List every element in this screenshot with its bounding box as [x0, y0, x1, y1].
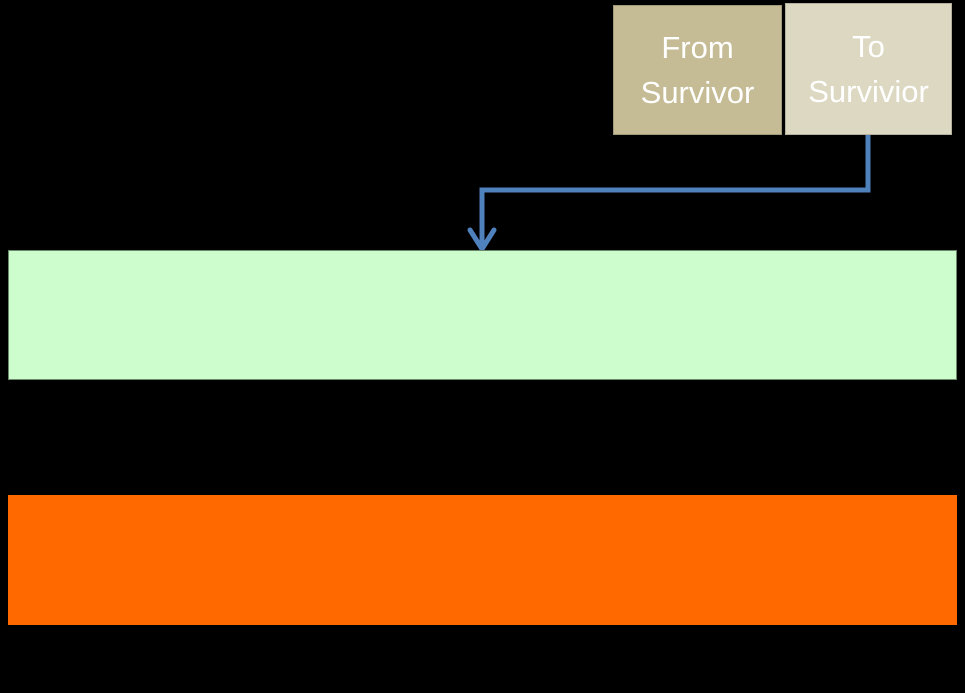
to-survivior-label-line1: To	[852, 29, 885, 64]
arrow-down-icon	[467, 227, 497, 252]
orange-bar	[8, 495, 957, 625]
from-survivor-box: From Survivor	[613, 5, 782, 135]
green-bar	[8, 250, 957, 380]
to-survivior-box: To Survivior	[785, 3, 952, 135]
from-survivor-label-line1: From	[661, 30, 734, 65]
from-survivor-label-line2: Survivor	[640, 75, 755, 110]
to-survivior-label-line2: Survivior	[808, 74, 929, 109]
arrow-line	[479, 135, 871, 245]
